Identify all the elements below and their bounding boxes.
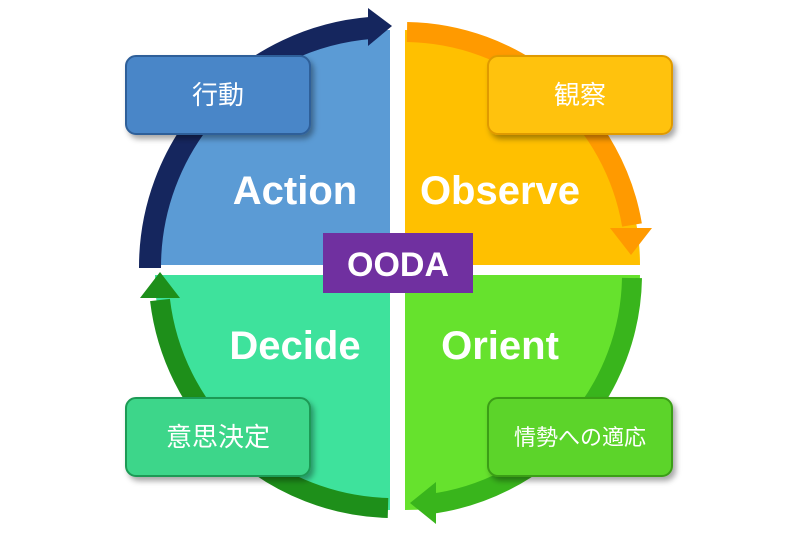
decide-title: Decide	[229, 324, 360, 368]
observe-subtitle-box	[487, 55, 673, 135]
action-title: Action	[233, 169, 357, 213]
decide-subtitle-box	[125, 397, 311, 477]
orient-quadrant	[405, 275, 640, 510]
center-ooda-box: OODA	[323, 233, 473, 293]
orient-title: Orient	[441, 324, 559, 368]
observe-title: Observe	[420, 169, 580, 213]
action-subtitle-box	[125, 55, 311, 135]
center-label: OODA	[347, 246, 449, 284]
action-quadrant	[155, 30, 390, 265]
decide-quadrant	[155, 275, 390, 510]
orient-subtitle: 情勢への適応	[514, 426, 646, 451]
observe-subtitle: 観察	[554, 81, 606, 111]
observe-quadrant	[405, 30, 640, 265]
decide-subtitle: 意思決定	[166, 423, 270, 453]
action-subtitle: 行動	[192, 81, 244, 111]
orient-subtitle-box	[487, 397, 673, 477]
